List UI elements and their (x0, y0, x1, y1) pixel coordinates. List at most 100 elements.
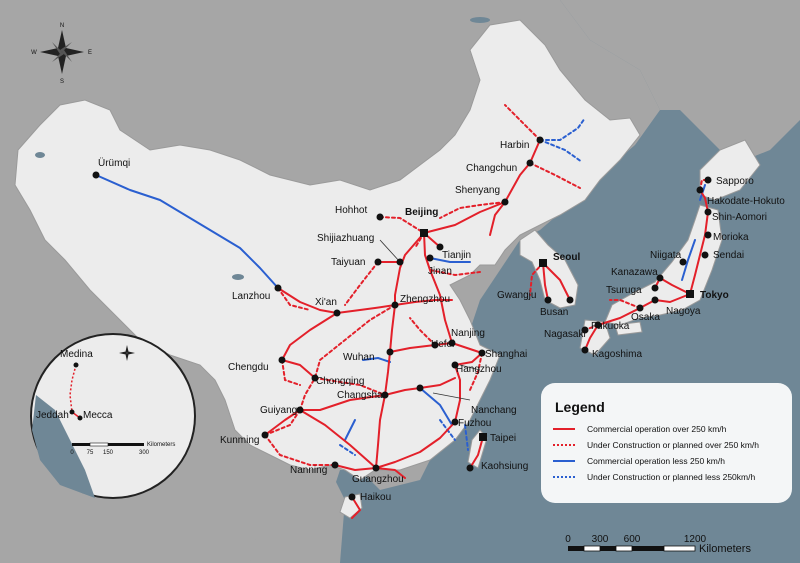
city-label-shinaomori: Shin-Aomori (712, 212, 767, 223)
legend-label: Commercial operation less 250 km/h (587, 456, 725, 466)
lake (470, 17, 490, 23)
inset-scale-tick: 0 (70, 450, 74, 456)
rail-hokuriku (654, 277, 691, 295)
city-label-xian: Xi'an (315, 297, 337, 308)
city-marker-gwangju (544, 296, 552, 304)
city-label-tianjin: Tianjin (442, 250, 471, 261)
rail-xian-chengdu (281, 312, 338, 361)
city-label-harbin: Harbin (500, 140, 529, 151)
inset-city-label: Jeddah (36, 410, 69, 421)
japan-shikoku (614, 321, 643, 336)
inset-scale-tick: 150 (103, 450, 114, 456)
city-marker-tianjin (436, 243, 444, 251)
city-marker-xian (333, 309, 341, 317)
city-label-sendai: Sendai (713, 250, 744, 261)
rail-kunming-nanning (264, 434, 336, 466)
china-land (14, 19, 641, 481)
legend: Legend Commercial operation over 250 km/… (541, 383, 792, 503)
rail-harbin-north (504, 104, 541, 141)
rail-guangdong-west (344, 419, 356, 441)
city-label-shenyang: Shenyang (455, 185, 500, 196)
city-marker-tokyo (686, 290, 694, 298)
rail-guangzhou-shenzhen (375, 467, 406, 479)
city-marker-tsuruga (651, 284, 659, 292)
rail-chongqing-changsha (314, 377, 386, 396)
compass-e-label: E (88, 50, 92, 56)
scale-tick: 0 (565, 534, 571, 545)
city-label-haikou: Haikou (360, 492, 391, 503)
legend-swatch-red-solid (553, 428, 575, 430)
rail-guiyang-chongqing (299, 377, 316, 411)
city-marker-fuzhou (451, 418, 459, 426)
inset-city-dot (69, 409, 75, 415)
city-marker-busan (566, 296, 574, 304)
city-label-beijing: Beijing (405, 207, 438, 218)
inset-scale-tick: 75 (87, 450, 94, 456)
city-marker-beijing (420, 229, 428, 237)
city-marker-shinaomori (704, 208, 712, 216)
inset-city-label: Medina (60, 349, 93, 360)
city-label-gwangju: Gwangju (497, 290, 536, 301)
city-label-fukuoka: Fukuoka (591, 321, 630, 332)
rail-chengdu-west (281, 359, 301, 386)
city-label-seoul: Seoul (553, 252, 580, 263)
city-label-tokyo: Tokyo (700, 290, 729, 301)
rail-shenyang-dalian (489, 201, 506, 236)
city-marker-nagasaki (581, 326, 589, 334)
city-label-zhengzhou: Zhengzhou (400, 294, 450, 305)
rail-taiwan-hsr (469, 436, 484, 469)
rail-urumqi-lanzhou (95, 174, 279, 289)
city-marker-kanazawa (656, 274, 664, 282)
rail-tokaido-sanyo (597, 293, 691, 326)
city-marker-jinan (426, 254, 434, 262)
city-label-hangzhou: Hangzhou (456, 364, 502, 375)
city-marker-lanzhou (274, 284, 282, 292)
city-marker-taipei (479, 433, 487, 441)
rail-kunming-guiyang (264, 409, 301, 436)
city-marker-hangzhou (451, 361, 459, 369)
city-label-urumqi: Ürümqi (98, 157, 130, 169)
city-marker-hakodate (696, 186, 704, 194)
legend-label: Under Construction or planned over 250 k… (587, 440, 759, 450)
city-label-shijiazhuang: Shijiazhuang (317, 233, 374, 244)
city-marker-nanjing (448, 339, 456, 347)
city-marker-kunming (261, 431, 269, 439)
city-marker-morioka (704, 231, 712, 239)
rail-fuzhou-guangzhou (375, 421, 456, 469)
southeast-asia (250, 470, 345, 563)
city-marker-sendai (701, 251, 709, 259)
inset-city-dot (77, 415, 83, 421)
rail-guiyang-guangzhou (299, 409, 377, 469)
city-marker-shijiazhuang (396, 258, 404, 266)
city-marker-changsha (381, 391, 389, 399)
city-marker-urumqi (92, 171, 100, 179)
scale-tick: 1200 (684, 534, 707, 545)
city-label-busan: Busan (540, 307, 568, 318)
rail-haikou-loop (351, 496, 361, 519)
city-marker-osaka (636, 304, 644, 312)
city-label-fuzhou: Fuzhou (458, 418, 491, 429)
city-label-chongqing: Chongqing (316, 376, 364, 387)
legend-swatch-blue-solid (553, 460, 575, 462)
city-label-morioka: Morioka (713, 232, 749, 243)
rail-guangzhou-west (339, 444, 356, 456)
rail-jinan-qingdao (429, 257, 471, 263)
city-marker-nanchang (416, 384, 424, 392)
scale-bar: 0 300 600 1200 Kilometers (565, 534, 751, 555)
city-label-taipei: Taipei (490, 433, 516, 444)
rail-chengdu-chongqing (281, 359, 316, 379)
rail-shanghai-south (469, 352, 483, 391)
city-label-hefei: Hefei (431, 339, 454, 350)
city-label-shanghai: Shanghai (485, 349, 527, 360)
rail-jinan-east (429, 269, 481, 277)
russia-far-east (560, 0, 800, 160)
city-label-tsuruga: Tsuruga (606, 285, 642, 296)
city-label-wuhan: Wuhan (343, 352, 375, 363)
city-label-nanning: Nanning (290, 465, 327, 476)
rail-lanzhou-east (277, 287, 311, 311)
city-marker-taiyuan (374, 258, 382, 266)
rail-conventional-planned (339, 117, 586, 456)
inset-scale-tick: 300 (139, 450, 150, 456)
city-label-hohhot: Hohhot (335, 205, 367, 216)
